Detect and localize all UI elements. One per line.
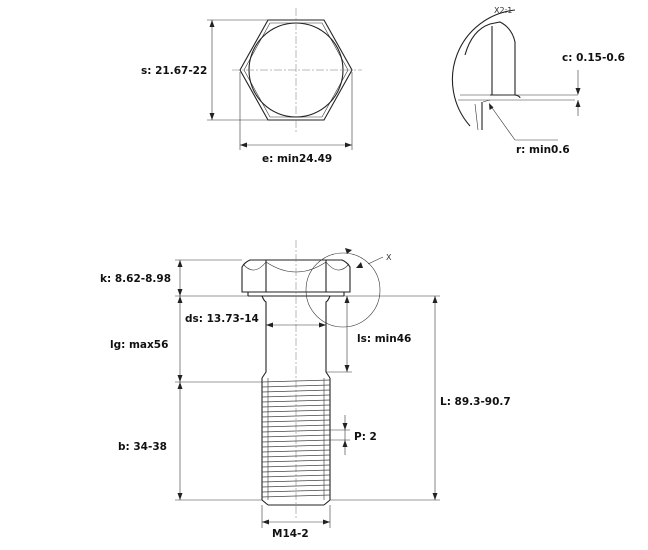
thread-line xyxy=(261,424,331,428)
thread-line xyxy=(261,389,331,393)
dimension-k xyxy=(175,259,248,297)
thread-line xyxy=(261,454,331,458)
thread-line xyxy=(261,479,331,483)
thread-line xyxy=(261,384,331,388)
thread-lines xyxy=(261,379,331,498)
P-dimension-label: P: 2 xyxy=(354,431,377,443)
dimension-b xyxy=(175,382,262,501)
hex-head-top-view xyxy=(232,8,362,132)
thread-line xyxy=(261,494,331,498)
detail-x-marker xyxy=(305,248,384,328)
thread-line xyxy=(261,459,331,463)
thread-line xyxy=(261,444,331,448)
thread-line xyxy=(261,474,331,478)
thread-line xyxy=(261,434,331,438)
k-dimension-label: k: 8.62-8.98 xyxy=(100,273,171,285)
dimension-lg xyxy=(175,296,262,383)
c-dimension-label: c: 0.15-0.6 xyxy=(562,52,625,64)
bolt-side-view xyxy=(241,240,351,520)
ls-dimension-label: ls: min46 xyxy=(357,333,411,345)
thread-line xyxy=(261,394,331,398)
thread-line xyxy=(261,469,331,473)
detail-scale-label: X2:1 xyxy=(494,6,512,15)
thread-line xyxy=(261,404,331,408)
thread-line xyxy=(261,464,331,468)
thread-line xyxy=(261,429,331,433)
thread-line xyxy=(261,489,331,493)
r-dimension-label: r: min0.6 xyxy=(516,144,570,156)
thread-line xyxy=(261,439,331,443)
L-dimension-label: L: 89.3-90.7 xyxy=(440,396,511,408)
dimension-s xyxy=(207,19,268,121)
dimension-ds xyxy=(266,322,326,328)
thread-line xyxy=(261,449,331,453)
dimension-e xyxy=(239,72,353,150)
e-dimension-label: e: min24.49 xyxy=(262,153,332,165)
dimension-L xyxy=(330,295,440,501)
thread-line xyxy=(261,414,331,418)
thread-line xyxy=(261,379,331,383)
thread-line xyxy=(261,399,331,403)
dimension-ls xyxy=(326,295,352,373)
b-dimension-label: b: 34-38 xyxy=(118,441,167,453)
dimension-c xyxy=(575,70,581,116)
thread-line xyxy=(261,484,331,488)
detail-marker-label: X xyxy=(386,253,392,262)
dimension-r xyxy=(489,103,558,141)
ds-dimension-label: ds: 13.73-14 xyxy=(185,313,259,325)
thread-line xyxy=(261,409,331,413)
s-dimension-label: s: 21.67-22 xyxy=(141,65,207,77)
thread-line xyxy=(261,419,331,423)
thread-size-label: M14-2 xyxy=(272,528,309,540)
dimension-thread xyxy=(261,505,331,528)
detail-x-view xyxy=(451,9,578,131)
dimension-P xyxy=(330,415,350,455)
lg-dimension-label: lg: max56 xyxy=(110,339,168,351)
